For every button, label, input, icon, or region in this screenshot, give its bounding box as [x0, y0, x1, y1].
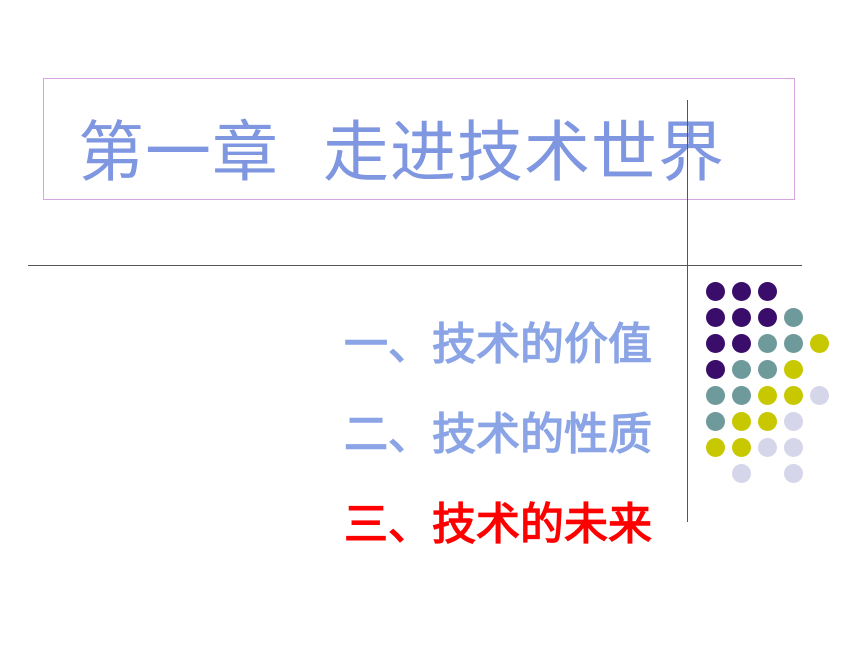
decorative-dot	[732, 308, 751, 327]
decorative-dot	[706, 308, 725, 327]
horizontal-rule	[28, 265, 802, 266]
decorative-dot	[732, 386, 751, 405]
decorative-dot	[758, 282, 777, 301]
decorative-dot	[732, 412, 751, 431]
decorative-dot	[784, 308, 803, 327]
decorative-dot	[732, 360, 751, 379]
decorative-dot	[732, 438, 751, 457]
decorative-dot	[784, 334, 803, 353]
decorative-dot	[758, 334, 777, 353]
decorative-dot	[784, 438, 803, 457]
slide-title: 第一章 走进技术世界	[78, 114, 725, 191]
decorative-dot	[784, 386, 803, 405]
decorative-dot	[706, 282, 725, 301]
topic-item-nature: 二、技术的性质	[344, 409, 652, 460]
decorative-dot	[706, 386, 725, 405]
decorative-dot	[706, 438, 725, 457]
vertical-rule	[687, 100, 688, 522]
decorative-dot	[758, 308, 777, 327]
decorative-dot	[758, 412, 777, 431]
topic-item-value: 一、技术的价值	[344, 319, 652, 370]
decorative-dot	[706, 360, 725, 379]
decorative-dot	[810, 386, 829, 405]
decorative-dot	[706, 412, 725, 431]
topic-item-future: 三、技术的未来	[344, 499, 652, 550]
decorative-dot	[732, 282, 751, 301]
decorative-dot	[784, 360, 803, 379]
decorative-dot	[706, 334, 725, 353]
title-box	[43, 78, 795, 200]
decorative-dot	[810, 334, 829, 353]
decorative-dot	[758, 360, 777, 379]
decorative-dot	[732, 464, 751, 483]
decorative-dot	[758, 386, 777, 405]
decorative-dot	[784, 412, 803, 431]
decorative-dot	[732, 334, 751, 353]
decorative-dot	[784, 464, 803, 483]
decorative-dot-grid	[701, 280, 841, 490]
decorative-dot	[758, 438, 777, 457]
